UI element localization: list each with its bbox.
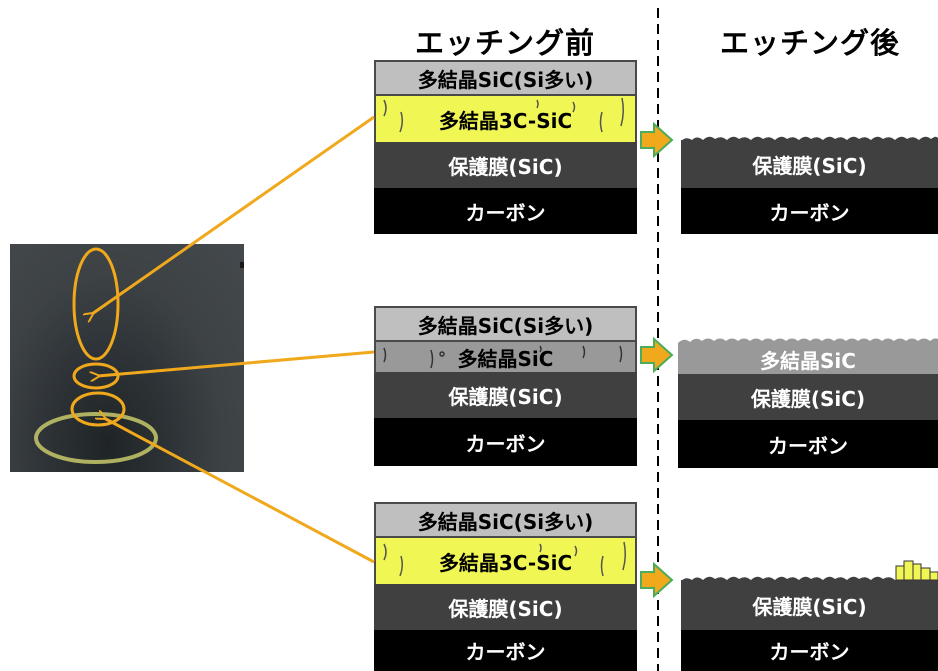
layer-poly-sic-si-rich: 多結晶SiC(Si多い) — [374, 306, 637, 342]
layer-carbon: カーボン — [374, 630, 637, 671]
layer-protective-film: 保護膜(SiC) — [681, 140, 938, 188]
pointer-line-3 — [104, 418, 375, 564]
layer-protective-film: 保護膜(SiC) — [374, 584, 637, 630]
layer-carbon: カーボン — [681, 630, 938, 671]
crack-marks-stack-1 — [383, 97, 625, 133]
header-after-etching: エッチング後 — [720, 26, 901, 60]
region-lower-ellipse — [70, 391, 126, 427]
process-arrow-3 — [640, 561, 674, 599]
rough-surface-after-1 — [681, 136, 938, 146]
layer-poly-3c-sic: 多結晶3C-SiC — [374, 538, 637, 584]
process-arrow-2 — [640, 336, 674, 374]
region-middle-ellipse — [72, 362, 120, 390]
process-arrow-1 — [640, 121, 674, 159]
layer-poly-sic-si-rich: 多結晶SiC(Si多い) — [374, 502, 637, 538]
rough-surface-after-3 — [681, 576, 938, 586]
layer-poly-sic: 多結晶SiC — [374, 342, 637, 372]
residual-crystals — [895, 560, 938, 581]
photo-spot — [240, 262, 244, 268]
layer-carbon: カーボン — [374, 188, 637, 234]
layer-carbon: カーボン — [681, 188, 938, 234]
layer-poly-sic-si-rich: 多結晶SiC(Si多い) — [374, 60, 637, 96]
pointer-line-2 — [98, 350, 375, 376]
layer-carbon: カーボン — [374, 418, 637, 466]
region-upper-ellipse — [72, 247, 120, 361]
layer-poly-3c-sic: 多結晶3C-SiC — [374, 96, 637, 142]
etched-ring-mark — [34, 412, 158, 464]
sample-photo — [10, 244, 244, 472]
layer-carbon: カーボン — [678, 420, 938, 468]
rough-surface-after-2 — [678, 338, 938, 350]
crack-marks-stack-2 — [383, 345, 623, 369]
pointer-line-1 — [92, 115, 375, 314]
layer-protective-film: 保護膜(SiC) — [374, 142, 637, 188]
layer-protective-film: 保護膜(SiC) — [681, 580, 938, 630]
crack-marks-stack-3 — [383, 541, 627, 577]
header-before-etching: エッチング前 — [415, 26, 596, 60]
layer-protective-film: 保護膜(SiC) — [374, 372, 637, 418]
layer-protective-film: 保護膜(SiC) — [678, 374, 938, 420]
